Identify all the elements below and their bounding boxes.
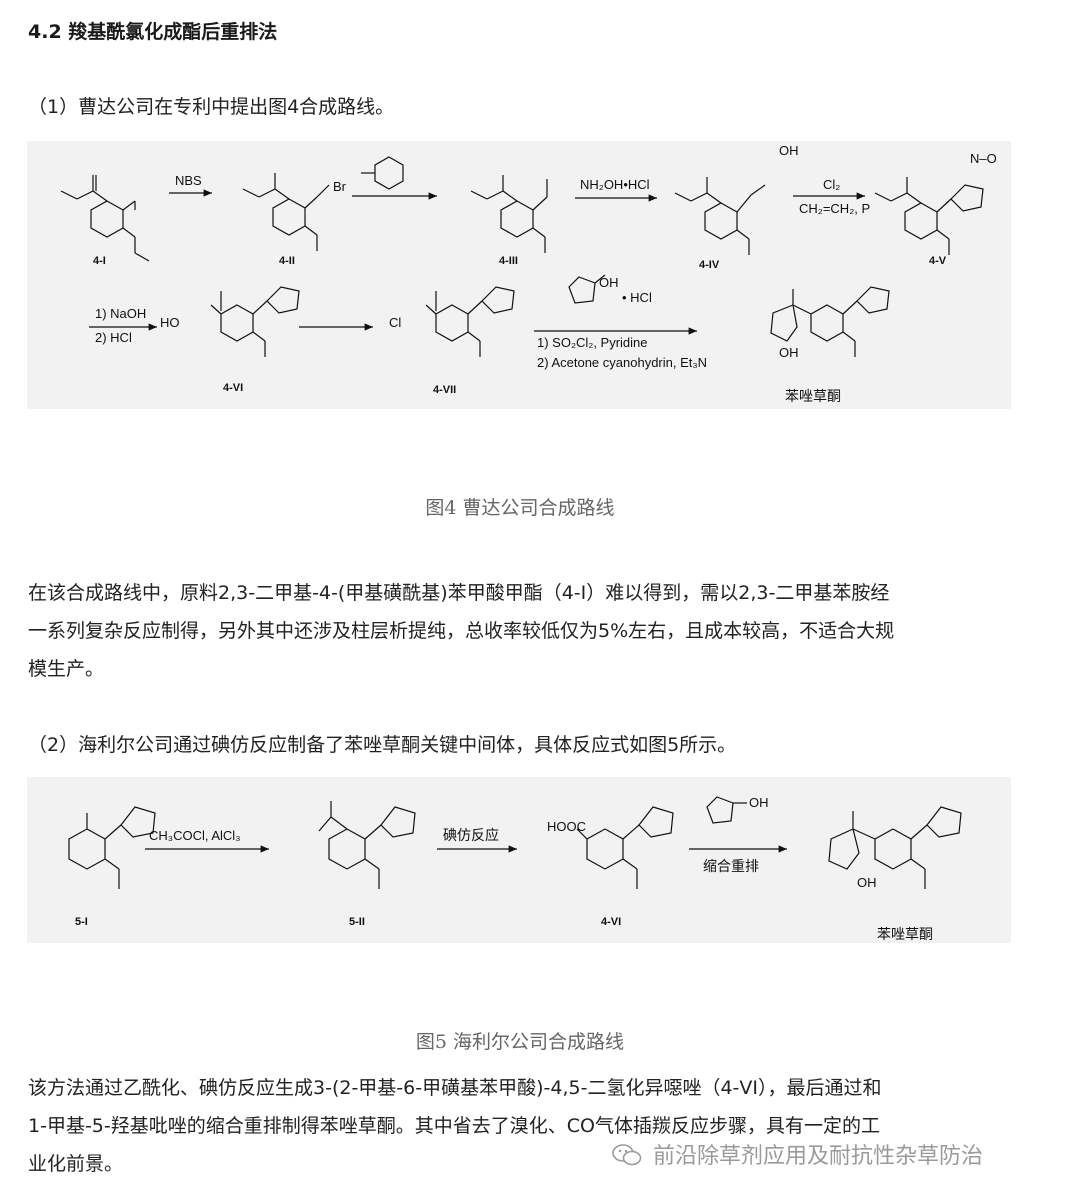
reagent-cl2: Cl₂ xyxy=(823,177,840,192)
svg-text:OH: OH xyxy=(857,875,877,890)
label-4-VI: 4-VI xyxy=(223,382,243,394)
svg-text:OH: OH xyxy=(749,795,769,810)
watermark-text: 前沿除草剂应用及耐抗性杂草防治 xyxy=(653,1144,984,1169)
svg-text:Cl: Cl xyxy=(389,315,401,330)
product-name-4: 苯唑草酮 xyxy=(785,388,841,405)
reagent-iodoform: 碘仿反应 xyxy=(443,827,499,844)
compound-4-VI xyxy=(210,286,300,357)
svg-text:HO: HO xyxy=(160,315,180,330)
label-4-II: 4-II xyxy=(279,255,295,267)
paragraph1-line: 一系列复杂反应制得，另外其中还涉及柱层析提纯，总收率较低仅为5%左右，且成本较高… xyxy=(28,620,895,642)
compound-4-I xyxy=(60,175,150,262)
pyrazole-reagent xyxy=(568,274,606,304)
section1-intro: （1）曹达公司在专利中提出图4合成路线。 xyxy=(28,96,395,118)
reagent-hcl: 2) HCl xyxy=(95,330,132,345)
compound-product-4 xyxy=(770,286,890,357)
label-4-I: 4-I xyxy=(93,255,106,267)
svg-text:Br: Br xyxy=(333,179,347,194)
pyrazole-reagent-fig5 xyxy=(706,796,747,824)
compound-4-VI-fig5 xyxy=(576,806,674,889)
compound-4-VII xyxy=(425,286,515,357)
label-4-VII: 4-VII xyxy=(433,384,456,396)
figure5-scheme: 5-I CH₃COCl, AlCl₃ 5-II 碘仿反应 HOOC 4-VI O… xyxy=(27,777,1011,943)
paragraph2-line: 业化前景。 xyxy=(28,1153,124,1175)
reagent-hcl-salt: • HCl xyxy=(622,290,652,305)
compound-4-IV xyxy=(674,177,766,255)
morpholine-reagent xyxy=(361,156,404,190)
paragraph2-line: 该方法通过乙酰化、碘仿反应生成3-(2-甲基-6-甲磺基苯甲酸)-4,5-二氢化… xyxy=(28,1077,882,1099)
label-5-I: 5-I xyxy=(75,916,88,928)
svg-text:OH: OH xyxy=(779,345,799,360)
wechat-icon xyxy=(612,1144,653,1169)
paragraph1-line: 模生产。 xyxy=(28,658,105,680)
svg-text:OH: OH xyxy=(599,275,619,290)
reagent-acetone-cyanohydrin: 2) Acetone cyanohydrin, Et₃N xyxy=(537,355,707,370)
svg-text:OH: OH xyxy=(779,143,799,158)
reagent-socl2: 1) SO₂Cl₂, Pyridine xyxy=(537,335,648,350)
compound-4-II xyxy=(242,173,330,251)
figure4-caption: 图4 曹达公司合成路线 xyxy=(425,497,615,519)
paragraph1-line: 在该合成路线中，原料2,3-二甲基-4-(甲基磺酰基)苯甲酸甲酯（4-I）难以得… xyxy=(28,582,890,604)
figure4-scheme: 4-I NBS Br 4-II 4-III NH₂OH•HCl OH 4-IV xyxy=(27,141,1011,409)
reagent-condensation: 缩合重排 xyxy=(703,859,759,875)
label-4-V: 4-V xyxy=(929,255,947,267)
compound-4-V xyxy=(874,177,984,255)
label-4-VI-fig5: 4-VI xyxy=(601,916,621,928)
label-5-II: 5-II xyxy=(349,916,365,928)
section2-intro: （2）海利尔公司通过碘仿反应制备了苯唑草酮关键中间体，具体反应式如图5所示。 xyxy=(28,734,737,756)
reagent-ethylene: CH₂=CH₂, P xyxy=(799,201,870,216)
reagent-nbs: NBS xyxy=(175,173,202,188)
compound-5-II xyxy=(318,801,416,889)
compound-product-5 xyxy=(828,806,962,889)
figure5-caption: 图5 海利尔公司合成路线 xyxy=(415,1031,625,1053)
svg-text:HOOC: HOOC xyxy=(547,819,586,834)
compound-4-III xyxy=(470,175,548,253)
svg-text:N–O: N–O xyxy=(970,151,997,166)
label-4-III: 4-III xyxy=(499,255,518,267)
compound-5-I xyxy=(68,806,156,889)
paragraph2-line: 1-甲基-5-羟基吡唑的缩合重排制得苯唑草酮。其中省去了溴化、CO气体插羰反应步… xyxy=(28,1115,880,1137)
section-heading: 4.2 羧基酰氯化成酯后重排法 xyxy=(28,21,278,43)
product-name-5: 苯唑草酮 xyxy=(877,926,933,943)
reagent-naoh: 1) NaOH xyxy=(95,306,146,321)
reagent-acetyl-chloride: CH₃COCl, AlCl₃ xyxy=(149,828,240,843)
watermark: 前沿除草剂应用及耐抗性杂草防治 xyxy=(612,1138,983,1170)
reagent-hydroxylamine: NH₂OH•HCl xyxy=(580,177,650,192)
label-4-IV: 4-IV xyxy=(699,259,720,271)
